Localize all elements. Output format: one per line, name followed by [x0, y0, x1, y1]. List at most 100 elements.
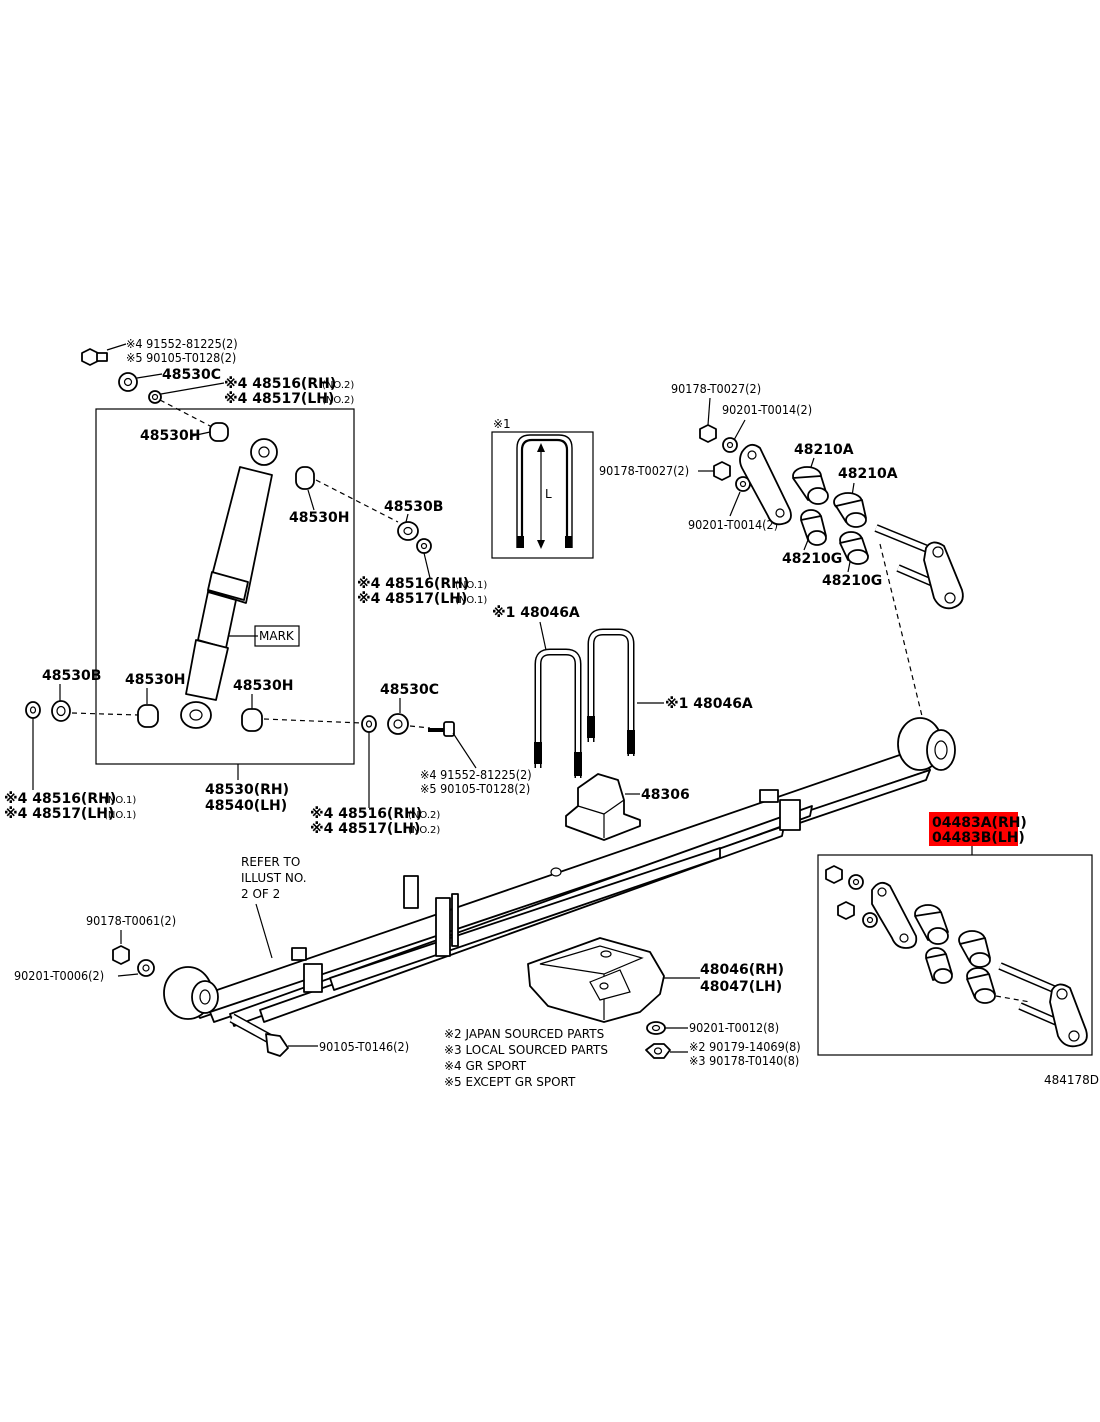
note-gr-sport: ※4 GR SPORT	[444, 1059, 527, 1073]
retainer-upper-part[interactable]	[397, 521, 419, 541]
front-nut-part[interactable]	[112, 945, 130, 965]
spring-seat-part[interactable]	[527, 937, 665, 1023]
bushing-mid-part[interactable]	[416, 538, 432, 554]
cushion-inner-label: 48530H	[289, 510, 349, 526]
bushing-mid-lh-label: ※4 48517(LH)	[357, 591, 467, 607]
seat-washer-part[interactable]	[646, 1021, 666, 1035]
ubolt-detail-drawing	[516, 434, 573, 549]
note-except-gr-sport: ※5 EXCEPT GR SPORT	[444, 1075, 576, 1089]
bushing-mid-rh-suffix: (NO.1)	[455, 580, 487, 591]
kit-group-box	[817, 854, 1093, 1056]
ubolt-detail-label: ※1	[493, 417, 511, 431]
shock-absorber-part[interactable]	[180, 438, 278, 729]
bushing-top-lh-suffix: (NO.2)	[322, 395, 354, 406]
kit-rh-label[interactable]: 04483A(RH)	[932, 815, 1027, 831]
shock-bolt-exc-label: ※5 90105-T0128(2)	[126, 350, 236, 365]
washer-lower-part[interactable]	[387, 713, 409, 735]
cushion-lower-left-part[interactable]	[137, 704, 159, 728]
bushing-top-part[interactable]	[148, 390, 162, 404]
mark-callout-box	[254, 625, 300, 647]
bumper-label: 48306	[641, 787, 690, 803]
bolt-lower-part[interactable]	[428, 721, 455, 737]
bushing-bottom-rh-label: ※4 48516(RH)	[310, 806, 422, 822]
shackle-nut-top-label: 90178-T0027(2)	[671, 381, 761, 396]
shackle-bush-g2-part[interactable]	[839, 531, 869, 565]
shackle-nut-mid-label: 90178-T0027(2)	[599, 463, 689, 478]
shackle-bolt-assembly-part[interactable]	[874, 524, 964, 610]
seat-washer-label: 90201-T0012(8)	[689, 1020, 779, 1035]
refer-line1: REFER TO	[241, 855, 300, 869]
refer-line2: ILLUST NO.	[241, 871, 307, 885]
bushing-bottom-part[interactable]	[361, 715, 377, 733]
cushion-lower-left-label: 48530H	[125, 672, 185, 688]
shackle-bush-g2-label: 48210G	[822, 573, 882, 589]
bushing-top-rh-suffix: (NO.2)	[322, 380, 354, 391]
front-washer-part[interactable]	[137, 959, 155, 977]
absorber-rh-label: 48530(RH)	[205, 782, 289, 798]
refer-line3: 2 OF 2	[241, 887, 280, 901]
bushing-top-lh-label: ※4 48517(LH)	[224, 391, 334, 407]
shackle-bush-a1-label: 48210A	[794, 442, 854, 458]
leaf-spring-part[interactable]	[163, 717, 956, 1027]
bushing-left-rh-label: ※4 48516(RH)	[4, 791, 116, 807]
kit-parts-drawing[interactable]	[825, 865, 1088, 1048]
bolt-lower-gr-label: ※4 91552-81225(2)	[420, 767, 532, 782]
front-nut-label: 90178-T0061(2)	[86, 913, 176, 928]
ubolt-length-label: L	[545, 487, 552, 501]
shackle-washer-mid-part[interactable]	[735, 476, 751, 492]
shock-bolt-gr-label: ※4 91552-81225(2)	[126, 336, 238, 351]
bushing-left-part[interactable]	[25, 701, 41, 719]
seat-lh-label: 48047(LH)	[700, 979, 782, 995]
bushing-left-lh-suffix: (NO.1)	[104, 810, 136, 821]
shackle-bush-a1-part[interactable]	[792, 466, 829, 505]
shackle-nut-top-part[interactable]	[699, 424, 717, 443]
shackle-washer-mid-label: 90201-T0014(2)	[688, 517, 778, 532]
bumper-part[interactable]	[565, 773, 641, 841]
shackle-washer-top-label: 90201-T0014(2)	[722, 402, 812, 417]
retainer-upper-label: 48530B	[384, 499, 443, 515]
ubolt-detail-box	[491, 431, 594, 559]
bushing-left-lh-label: ※4 48517(LH)	[4, 806, 114, 822]
bushing-mid-rh-label: ※4 48516(RH)	[357, 576, 469, 592]
shackle-bush-g1-part[interactable]	[800, 509, 827, 546]
ubolt-a-part[interactable]	[534, 648, 582, 778]
cushion-top-part[interactable]	[209, 422, 229, 442]
bushing-left-rh-suffix: (NO.1)	[104, 795, 136, 806]
front-bolt-label: 90105-T0146(2)	[319, 1039, 409, 1054]
note-japan: ※2 JAPAN SOURCED PARTS	[444, 1027, 604, 1041]
shackle-bush-a2-label: 48210A	[838, 466, 898, 482]
retainer-lower-left-part[interactable]	[51, 700, 71, 722]
ubolt-b-label: ※1 48046A	[665, 696, 753, 712]
shock-absorber-group-box	[95, 408, 355, 765]
washer-top-part[interactable]	[118, 372, 138, 392]
bushing-bottom-rh-suffix: (NO.2)	[408, 810, 440, 821]
absorber-lh-label: 48540(LH)	[205, 798, 287, 814]
shock-top-bolt[interactable]	[81, 348, 108, 366]
cushion-lower-right-part[interactable]	[241, 708, 263, 732]
note-local: ※3 LOCAL SOURCED PARTS	[444, 1043, 608, 1057]
shackle-washer-top-part[interactable]	[722, 437, 738, 453]
ubolt-a-label: ※1 48046A	[492, 605, 580, 621]
ubolt-b-part[interactable]	[587, 628, 635, 756]
seat-nut-part[interactable]	[645, 1043, 671, 1059]
washer-lower-label: 48530C	[380, 682, 439, 698]
kit-lh-label[interactable]: 04483B(LH)	[932, 830, 1025, 846]
front-bolt-part[interactable]	[229, 1013, 289, 1057]
seat-nut-local-label: ※3 90178-T0140(8)	[689, 1053, 799, 1068]
bolt-lower-exc-label: ※5 90105-T0128(2)	[420, 781, 530, 796]
seat-rh-label: 48046(RH)	[700, 962, 784, 978]
diagram-reference-id: 484178D	[1044, 1073, 1099, 1087]
front-washer-label: 90201-T0006(2)	[14, 968, 104, 983]
shackle-bush-a2-part[interactable]	[833, 492, 867, 528]
cushion-top-label: 48530H	[140, 428, 200, 444]
shackle-nut-mid-part[interactable]	[713, 461, 731, 481]
cushion-inner-part[interactable]	[295, 466, 315, 490]
shackle-bush-g1-label: 48210G	[782, 551, 842, 567]
mark-label: MARK	[259, 629, 295, 643]
shackle-plate-part[interactable]	[739, 443, 792, 526]
bushing-mid-lh-suffix: (NO.1)	[455, 595, 487, 606]
washer-top-label: 48530C	[162, 367, 221, 383]
bushing-top-rh-label: ※4 48516(RH)	[224, 376, 336, 392]
kit-highlight[interactable]	[929, 812, 1018, 846]
